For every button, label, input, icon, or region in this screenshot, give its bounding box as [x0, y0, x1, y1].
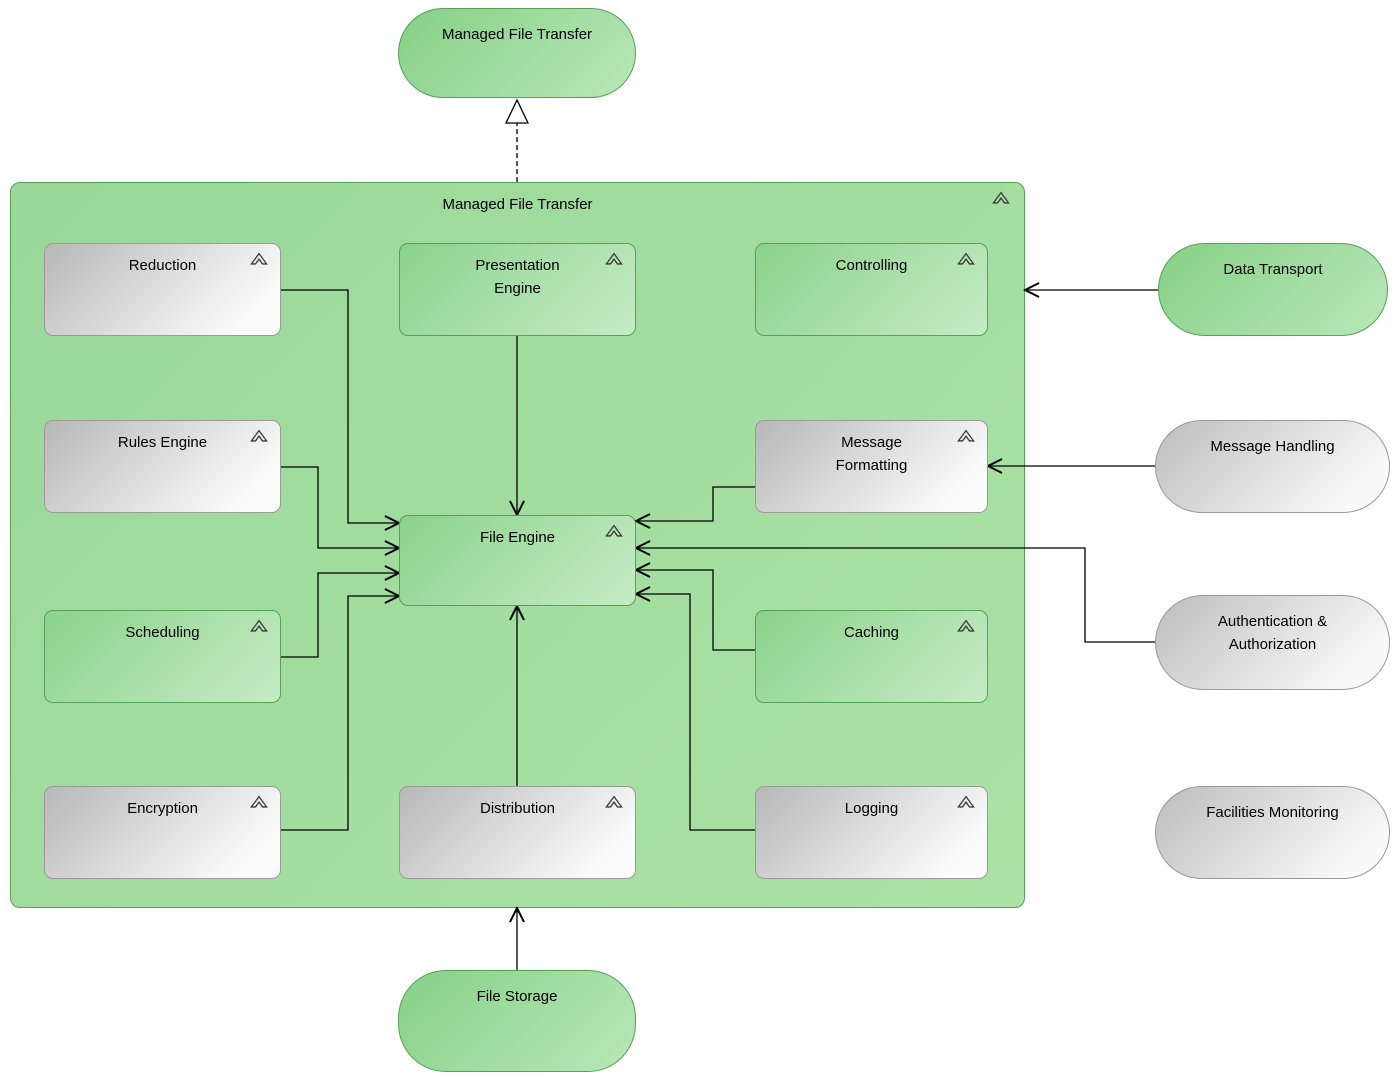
node-label: File Engine — [479, 529, 556, 546]
node-label: Presentation Engine — [475, 257, 560, 298]
pill-facilities-monitoring[interactable]: Facilities Monitoring — [1155, 786, 1390, 879]
pill-label: Facilities Monitoring — [1206, 804, 1339, 821]
node-encryption[interactable]: Encryption — [44, 786, 281, 879]
pill-label: File Storage — [476, 988, 558, 1005]
pill-managed-file-transfer[interactable]: Managed File Transfer — [398, 8, 636, 98]
node-scheduling[interactable]: Scheduling — [44, 610, 281, 703]
pill-label: Managed File Transfer — [441, 26, 593, 43]
container-label: Managed File Transfer — [442, 196, 593, 213]
node-label: Distribution — [479, 800, 556, 817]
node-label: Message Formatting — [835, 434, 908, 475]
function-chevron-icon — [250, 795, 268, 808]
pill-label: Authentication & Authorization — [1217, 613, 1328, 654]
function-chevron-icon — [957, 252, 975, 265]
function-chevron-icon — [250, 252, 268, 265]
node-caching[interactable]: Caching — [755, 610, 988, 703]
function-chevron-icon — [957, 795, 975, 808]
function-chevron-icon — [957, 619, 975, 632]
function-chevron-icon — [605, 524, 623, 537]
pill-label: Message Handling — [1210, 438, 1335, 455]
function-chevron-icon — [957, 429, 975, 442]
node-label: Reduction — [128, 257, 197, 274]
function-chevron-icon — [992, 191, 1010, 204]
function-chevron-icon — [250, 429, 268, 442]
node-label: Encryption — [127, 800, 198, 817]
node-label: Controlling — [835, 257, 908, 274]
node-presentation-engine[interactable]: Presentation Engine — [399, 243, 636, 336]
node-label: Rules Engine — [117, 434, 208, 451]
pill-authentication-authorization[interactable]: Authentication & Authorization — [1155, 595, 1390, 690]
pill-message-handling[interactable]: Message Handling — [1155, 420, 1390, 513]
node-rules-engine[interactable]: Rules Engine — [44, 420, 281, 513]
pill-data-transport[interactable]: Data Transport — [1158, 243, 1388, 336]
node-label: Caching — [843, 624, 900, 641]
node-reduction[interactable]: Reduction — [44, 243, 281, 336]
function-chevron-icon — [605, 795, 623, 808]
node-message-formatting[interactable]: Message Formatting — [755, 420, 988, 513]
realization-triangle-icon — [504, 98, 530, 124]
function-chevron-icon — [250, 619, 268, 632]
node-file-engine[interactable]: File Engine — [399, 515, 636, 606]
node-logging[interactable]: Logging — [755, 786, 988, 879]
node-controlling[interactable]: Controlling — [755, 243, 988, 336]
node-distribution[interactable]: Distribution — [399, 786, 636, 879]
pill-file-storage[interactable]: File Storage — [398, 970, 636, 1072]
node-label: Logging — [844, 800, 899, 817]
function-chevron-icon — [605, 252, 623, 265]
pill-label: Data Transport — [1223, 261, 1323, 278]
node-label: Scheduling — [125, 624, 200, 641]
